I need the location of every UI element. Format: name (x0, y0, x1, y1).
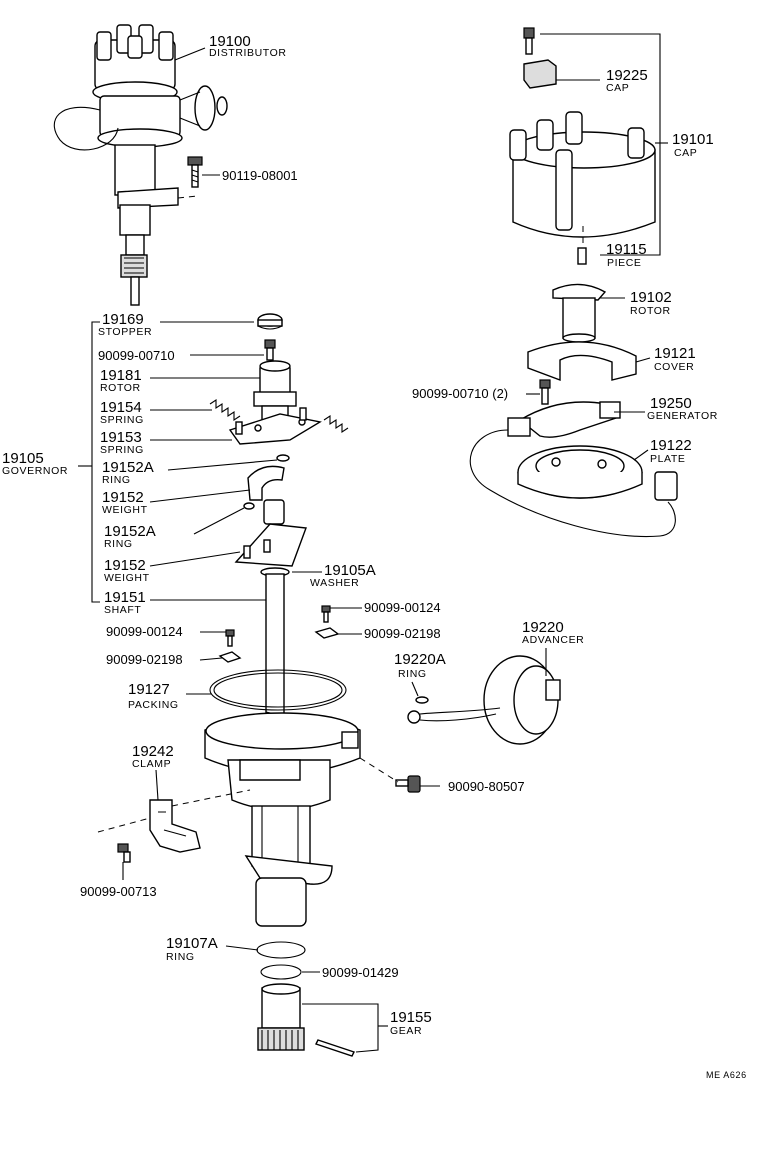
label-19152-lower-number: 19152 (104, 557, 146, 574)
governor-rotor-19181-drawing (253, 360, 297, 423)
screw-90099-00124-right (321, 605, 331, 623)
label-19154-number: 19154 (100, 399, 142, 416)
label-19107A-name: RING (166, 951, 195, 963)
label-90099-02198-left: 90099-02198 (106, 652, 183, 667)
label-19154-name: SPRING (100, 414, 144, 426)
label-90099-00124-left: 90099-00124 (106, 624, 183, 639)
screws-90099-00710-2 (539, 379, 551, 405)
label-19121-name: COVER (654, 361, 694, 373)
label-19220-number: 19220 (522, 619, 564, 636)
label-19153-number: 19153 (100, 429, 142, 446)
washer-90099-02198-left (218, 651, 242, 663)
generator-19250-drawing (469, 401, 676, 538)
housing-drawing (204, 712, 361, 927)
label-19225-name: CAP (606, 82, 629, 94)
label-19153-name: SPRING (100, 444, 144, 456)
label-90119-08001: 90119-08001 (222, 168, 298, 183)
label-19151-name: SHAFT (104, 604, 141, 616)
footer-code: ME A626 (706, 1070, 747, 1080)
label-19220A-name: RING (398, 668, 427, 680)
label-19181-name: ROTOR (100, 382, 141, 394)
label-90090-80507: 90090-80507 (448, 779, 525, 794)
bolt-90119-08001 (187, 156, 203, 188)
washer-90099-01429-drawing (260, 964, 302, 980)
shaft-19151-drawing (265, 573, 285, 729)
label-90099-01429: 90099-01429 (322, 965, 399, 980)
label-19242-name: CLAMP (132, 758, 171, 770)
label-19115-name: PIECE (607, 257, 642, 269)
screw-90090-80507 (395, 775, 421, 793)
label-19250-number: 19250 (650, 395, 692, 412)
label-90099-00713: 90099-00713 (80, 884, 157, 899)
cover-19121-drawing (527, 341, 637, 382)
label-19152A-lower-name: RING (104, 538, 133, 550)
label-19152A-top-number: 19152A (102, 459, 154, 476)
label-19100-name: DISTRIBUTOR (209, 47, 287, 59)
weight-19152-top (247, 465, 285, 501)
advancer-19220-drawing (407, 655, 561, 745)
label-19115-number: 19115 (606, 241, 647, 258)
rotor-19102-drawing (552, 283, 607, 343)
label-19152A-lower-number: 19152A (104, 523, 156, 540)
label-19105-number: 19105 (2, 450, 44, 467)
weight-19152-lower (234, 499, 307, 567)
label-19155-name: GEAR (390, 1025, 422, 1037)
label-19105A-name: WASHER (310, 577, 359, 589)
screw-90099-00713 (117, 843, 131, 863)
stopper-19169-drawing (257, 313, 283, 330)
ring-19107A-drawing (256, 941, 306, 959)
label-19225-number: 19225 (606, 67, 648, 84)
label-19242-number: 19242 (132, 743, 174, 760)
label-19122-name: PLATE (650, 453, 685, 465)
label-19101-name: CAP (674, 147, 697, 159)
label-19151-number: 19151 (104, 589, 146, 606)
label-19127-name: PACKING (128, 699, 179, 711)
label-19152-lower-name: WEIGHT (104, 572, 150, 584)
distributor-assembly-drawing (53, 24, 228, 306)
springs-19154-19153-drawing (209, 398, 349, 445)
label-90099-00124-right: 90099-00124 (364, 600, 441, 615)
label-19155-number: 19155 (390, 1009, 432, 1026)
cap-assembly-drawing (509, 27, 656, 265)
label-19127-number: 19127 (128, 681, 170, 698)
label-19169-number: 19169 (102, 311, 144, 328)
label-19152A-top-name: RING (102, 474, 131, 486)
label-19220A-number: 19220A (394, 651, 446, 668)
label-90099-00710: 90099-00710 (98, 348, 175, 363)
label-19169-name: STOPPER (98, 326, 152, 338)
ring-19220A-drawing (415, 696, 429, 704)
leader-lines (78, 33, 668, 1053)
label-19107A-number: 19107A (166, 935, 218, 952)
label-19220-name: ADVANCER (522, 634, 584, 646)
label-19250-name: GENERATOR (647, 410, 718, 422)
label-19121-number: 19121 (654, 345, 696, 362)
label-19152-top-name: WEIGHT (102, 504, 148, 516)
washer-90099-02198-right (314, 627, 340, 639)
packing-19127-drawing (209, 669, 347, 711)
label-19105A-number: 19105A (324, 562, 376, 579)
label-19105-name: GOVERNOR (2, 465, 68, 477)
label-19122-number: 19122 (650, 437, 692, 454)
label-19152-top-number: 19152 (102, 489, 144, 506)
label-90099-00710-2: 90099-00710 (2) (412, 386, 508, 401)
clamp-19242-drawing (149, 799, 201, 853)
label-19100-number: 19100 (209, 33, 251, 50)
ring-19152A-top (276, 454, 290, 462)
screw-90099-00710 (264, 339, 276, 361)
label-19102-name: ROTOR (630, 305, 671, 317)
gear-19155-drawing (257, 983, 355, 1057)
plate-19122-drawing (517, 445, 678, 501)
label-19101-number: 19101 (672, 131, 714, 148)
label-90099-02198-right: 90099-02198 (364, 626, 441, 641)
label-19181-number: 19181 (100, 367, 142, 384)
label-19102-number: 19102 (630, 289, 672, 306)
screw-90099-00124-left (225, 629, 235, 647)
ring-19152A-lower (243, 502, 255, 510)
